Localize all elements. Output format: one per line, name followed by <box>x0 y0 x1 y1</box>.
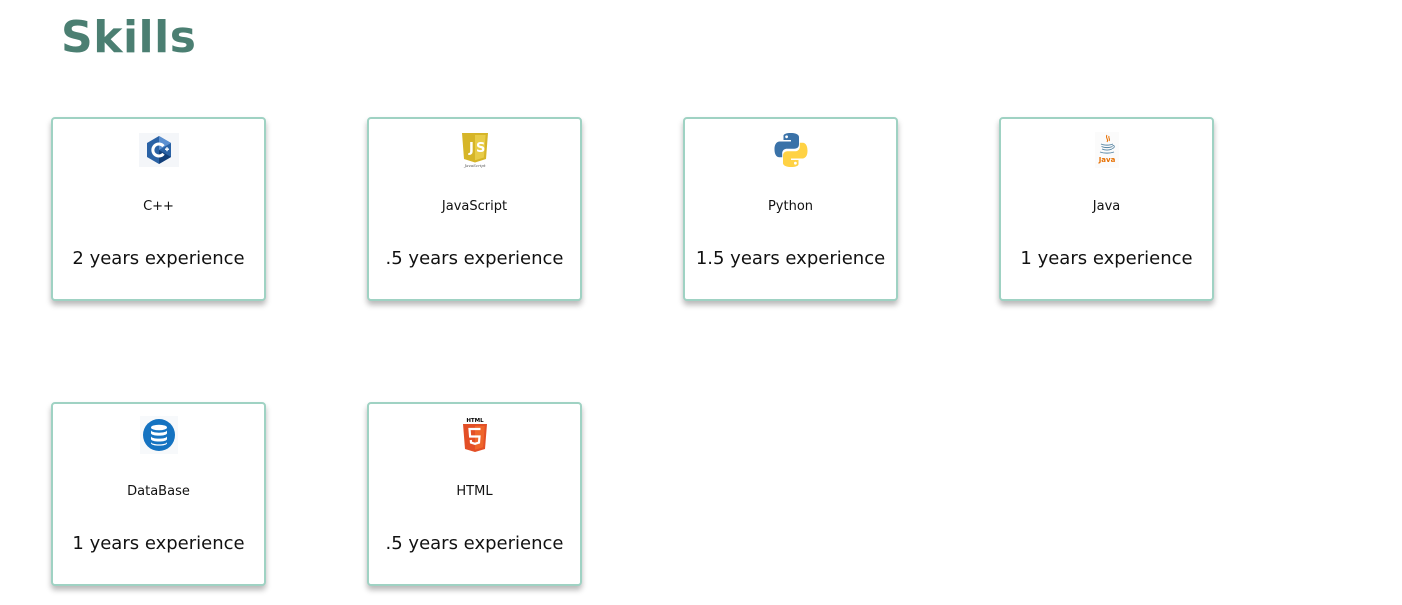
javascript-logo-icon: J S JavaScript <box>453 131 497 169</box>
database-icon <box>137 416 181 454</box>
skill-name: JavaScript <box>441 199 508 214</box>
cplusplus-logo-icon <box>137 131 181 169</box>
skill-experience: 1 years experience <box>1020 248 1193 269</box>
skill-experience: .5 years experience <box>385 248 564 269</box>
svg-text:Java: Java <box>1097 156 1115 164</box>
svg-text:HTML: HTML <box>466 418 484 424</box>
skill-card-database: DataBase 1 years experience <box>51 402 266 586</box>
python-logo-icon <box>769 131 813 169</box>
page-title: Skills <box>61 12 197 63</box>
svg-text:S: S <box>476 141 485 156</box>
skill-card-python: Python 1.5 years experience <box>683 117 898 301</box>
html5-logo-icon: HTML <box>453 416 497 454</box>
skill-card-javascript: J S JavaScript JavaScript .5 years exper… <box>367 117 582 301</box>
skill-name: Python <box>767 199 814 214</box>
skill-experience: .5 years experience <box>385 533 564 554</box>
svg-text:JavaScript: JavaScript <box>463 163 485 168</box>
skill-name: Java <box>1092 199 1121 214</box>
skill-card-cplusplus: C++ 2 years experience <box>51 117 266 301</box>
skill-name: DataBase <box>127 484 190 499</box>
skill-name: HTML <box>456 484 493 499</box>
skill-experience: 1.5 years experience <box>695 248 886 269</box>
skill-experience: 2 years experience <box>72 248 245 269</box>
skill-experience: 1 years experience <box>72 533 245 554</box>
java-logo-icon: Java <box>1085 131 1129 169</box>
skill-name: C++ <box>143 199 174 214</box>
skill-card-html: HTML HTML .5 years experience <box>367 402 582 586</box>
skill-card-java: Java Java 1 years experience <box>999 117 1214 301</box>
svg-text:J: J <box>468 141 474 156</box>
